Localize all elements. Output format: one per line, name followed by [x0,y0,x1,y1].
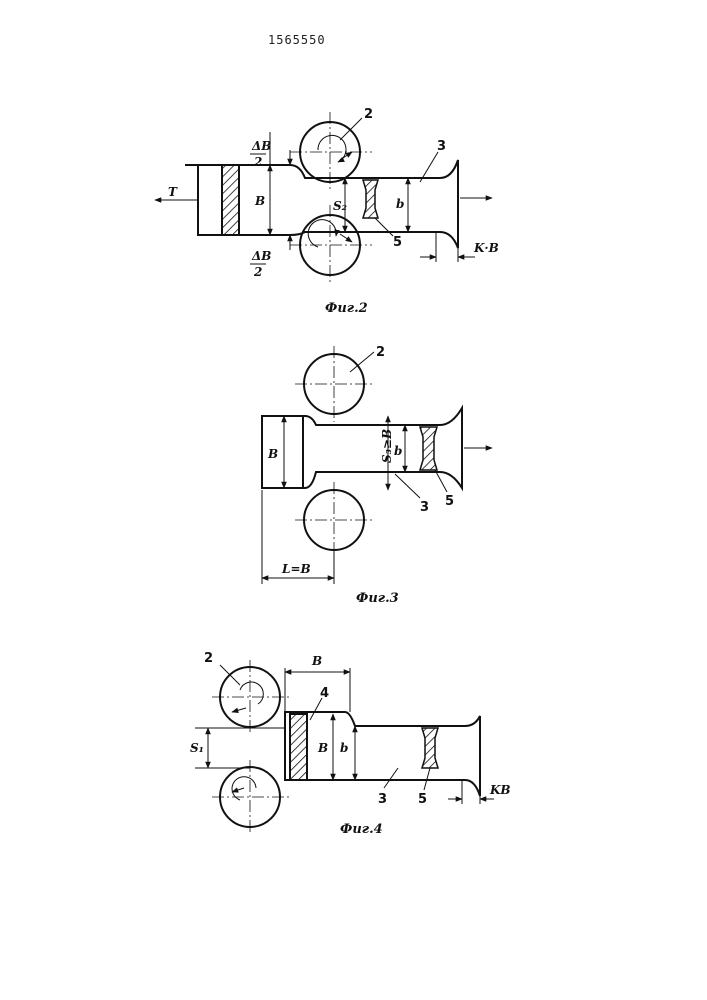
fig3-dim-B: B [267,447,278,461]
fig2-dim-deltaB-top-den: 2 [253,155,262,169]
fig4-dim-B: B [317,741,328,755]
fig4-dim-KB: KB [489,783,511,797]
fig3-roll-top [295,346,375,422]
fig2-dim-KB: K·B [473,241,499,255]
fig2-label-insert: 5 [393,235,402,250]
fig3-label-insert: 5 [445,494,454,509]
fig2-dim-deltaB-top: ΔB [251,139,271,153]
fig4-label-blank: 4 [320,686,329,701]
fig4-strip-outline [285,712,480,796]
fig4-hatched-blank [290,714,307,780]
fig4-insert [422,728,438,768]
fig3-dim-S3: S₃≥B [380,429,394,463]
fig2-dim-deltaB-bot: ΔB [251,249,271,263]
fig2-insert [363,180,378,218]
fig4-dim-B-top: B [311,654,322,668]
fig3-caption: Фиг.3 [356,591,399,606]
fig4-caption: Фиг.4 [340,822,383,837]
figure-4: B B b S₁ KB 2 4 3 5 [190,651,511,837]
fig2-dim-deltaB-bot-den: 2 [253,265,262,279]
fig4-label-insert: 5 [418,792,427,807]
fig4-roll-top [212,660,290,735]
fig4-roll-bottom [212,760,290,835]
fig2-label-roll: 2 [364,107,373,122]
fig4-dim-b: b [340,741,348,755]
fig2-roll-bottom [290,205,372,285]
fig3-label-roll: 2 [376,345,385,360]
fig3-insert [420,427,437,470]
figure-3: B S₃≥B b L=B 2 3 5 Фиг.3 [262,345,492,606]
fig2-dim-B: B [254,194,265,208]
fig4-dim-S1: S₁ [190,741,204,755]
figure-2: T B ΔB 2 ΔB 2 S₂ b K·B [155,107,499,316]
fig3-dim-L: L=B [281,562,311,576]
fig3-dim-b: b [394,444,402,458]
fig2-caption: Фиг.2 [325,301,368,316]
fig2-label-strip: 3 [437,139,446,154]
fig4-label-roll: 2 [204,651,213,666]
fig2-tension-label: T [168,185,178,199]
fig2-dim-S2: S₂ [333,199,347,213]
fig3-label-strip: 3 [420,500,429,515]
fig2-dim-b: b [396,197,404,211]
fig3-roll-bottom [295,482,375,558]
fig2-hatched-blank [222,165,239,235]
fig4-label-strip: 3 [378,792,387,807]
